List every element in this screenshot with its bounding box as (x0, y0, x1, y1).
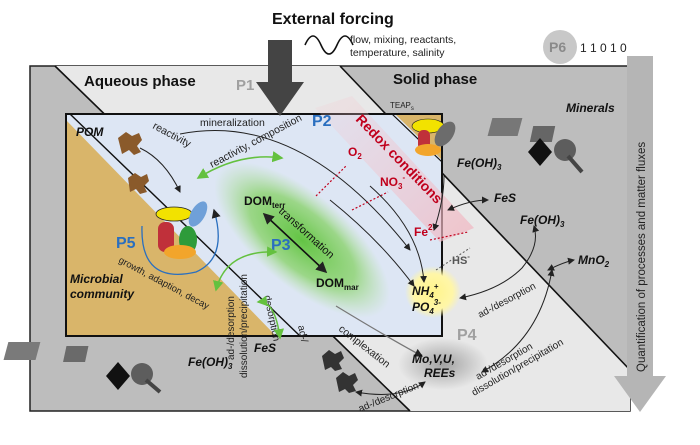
reactivity-composition-arrow (196, 151, 284, 179)
forcing-arrow (256, 40, 304, 116)
microbe-orange-bottom (164, 245, 196, 259)
p1-label: P1 (236, 77, 254, 94)
forcing-detail-2: temperature, salinity (350, 47, 445, 59)
desorption-arrow (256, 295, 285, 340)
forcing-detail-1: flow, mixing, reactants, (350, 34, 456, 46)
pom-label: POM (76, 125, 104, 139)
redox-dotted-2 (351, 191, 389, 211)
solid-microbe-gray (434, 121, 456, 147)
ad-desorption-label: ad-/desorption (226, 296, 237, 360)
transformation-arrow (262, 212, 328, 274)
forcing-title: External forcing (272, 11, 394, 28)
o2-label: O2 (348, 145, 362, 161)
ad-desorption-bottom-arrow (355, 381, 426, 397)
dissolution-label: dissolution/precipitation (239, 274, 250, 378)
no3-label: NO3- (380, 173, 405, 191)
pom-icon-2 (128, 173, 149, 194)
feoh3-right-label-1: Fe(OH)3 (457, 156, 502, 172)
mineral-diamond-1 (106, 362, 130, 390)
reactivity-arrow (139, 147, 181, 193)
right-arrow-head (614, 376, 666, 412)
mno2-arrow (547, 257, 575, 271)
p5-label: P5 (116, 235, 136, 252)
fes-bottom-label: FeS (254, 341, 276, 355)
mineral-circle-2 (554, 139, 576, 161)
microbial-label-1: Microbial (70, 272, 123, 286)
mineral-shape-4 (529, 126, 556, 142)
teaps-label: TEAPs (390, 101, 414, 112)
feoh3-arrow (432, 175, 445, 231)
pom-icon-1 (118, 132, 142, 155)
metals-label-1: Mo,V,U, (412, 352, 455, 366)
dom-mar-label: DOMmar (316, 276, 359, 292)
wave-icon (304, 35, 354, 55)
minerals-label: Minerals (566, 101, 615, 115)
p4-label: P4 (457, 327, 477, 344)
redox-dotted-1 (315, 165, 347, 197)
mineral-shape-3 (487, 118, 523, 136)
feoh3-right-label-2: Fe(OH)3 (520, 213, 565, 229)
redox-arrow-2 (329, 199, 415, 287)
microbe-red (158, 222, 174, 252)
mineral-diamond-2 (528, 138, 552, 166)
solid-microbe-orange (415, 144, 441, 156)
mineral-shape-1 (3, 342, 41, 360)
aqueous-phase-title: Aqueous phase (84, 73, 196, 90)
right-arrow-shaft (627, 56, 653, 376)
nh4-label: NH4+ (412, 282, 439, 300)
p6-label: P6 (549, 39, 566, 55)
ad-short-label: ad-/ (295, 324, 309, 343)
mineral-stick-1 (144, 378, 162, 394)
p5-cycle-arrow (141, 208, 221, 275)
mno2-label: MnO2 (578, 253, 610, 269)
mineralization-label: mineralization (200, 117, 265, 129)
p2-label: P2 (312, 113, 332, 130)
ad-desorption-mid-arrow (459, 225, 540, 301)
redox-arrow-1 (369, 185, 428, 283)
particle-icon-1 (322, 350, 344, 371)
right-axis-label: Quantification of processes and matter f… (636, 142, 648, 372)
feoh3-bottom-label: Fe(OH)3 (188, 355, 233, 371)
ad-desorption-right-arrow (481, 269, 555, 373)
po4-label: PO43- (412, 298, 441, 316)
redox-band (315, 96, 474, 242)
microbe-yellow-top (155, 206, 193, 222)
nutrient-blob (405, 266, 461, 318)
mineralization-arrow (179, 130, 411, 251)
microbe-blue (188, 201, 208, 227)
particle-icon-2 (336, 372, 358, 393)
mineral-shape-2 (63, 346, 89, 362)
fes-arrow (447, 196, 489, 211)
p6-circle (543, 30, 577, 64)
microbial-label-2: community (70, 287, 135, 301)
complexation-arrow (335, 305, 424, 357)
dom-terr-label: DOMterr (244, 194, 285, 210)
p6-bits: 1 1 0 1 0 (580, 41, 627, 55)
fes-right-label: FeS (494, 191, 516, 205)
metals-label-2: REEs (424, 366, 456, 380)
mineral-stick-2 (566, 154, 584, 174)
solid-phase-title: Solid phase (393, 71, 477, 88)
dissolution-arrow (213, 246, 278, 292)
